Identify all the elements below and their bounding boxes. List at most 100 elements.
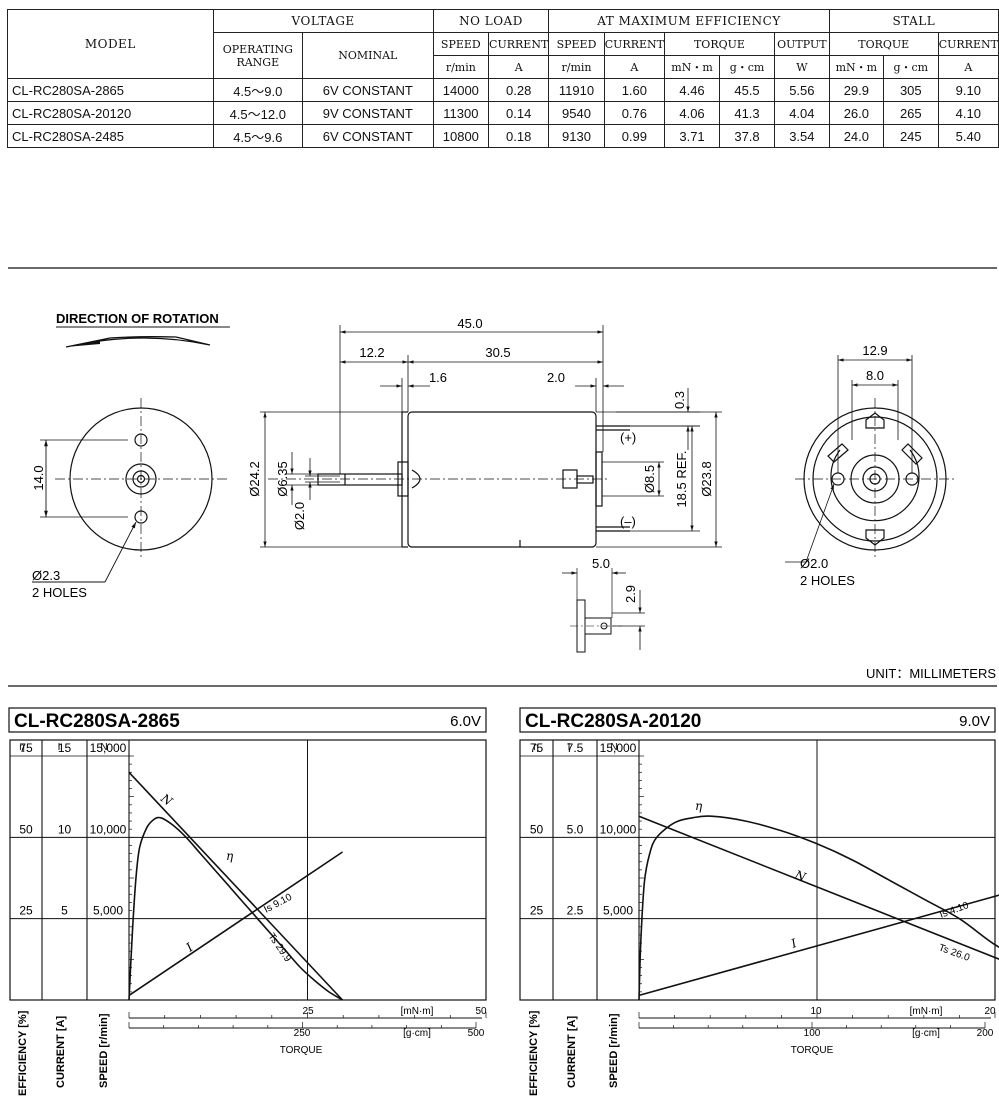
series-I-line: [638, 894, 999, 997]
chart-title: CL-RC280SA-20120: [525, 711, 701, 732]
dim-30-5: 30.5: [485, 345, 510, 360]
dimension-drawing: DIRECTION OF ROTATION 14.0 Ø2.3 2 HOLES: [8, 267, 997, 687]
terminal-detail: [562, 568, 645, 653]
dim-d6-35: Ø6.35: [275, 461, 290, 496]
table-cell: 6V CONSTANT: [301, 78, 434, 102]
table-cell: 4.5〜9.6: [212, 124, 303, 148]
speed-tick: 15,000: [600, 741, 637, 755]
header-maxeff-current: CURRENT: [603, 32, 665, 56]
series-eta-line: [128, 816, 343, 1001]
table-cell: 0.99: [603, 124, 665, 148]
x-axis-label: TORQUE: [791, 1045, 834, 1056]
series-i-label: I: [788, 936, 798, 951]
y-axis-label-efficiency: EFFICIENCY [%]: [17, 1010, 29, 1096]
unit-cell: mN・m: [663, 55, 721, 79]
chart-voltage: 6.0V: [450, 713, 481, 730]
current-tick: 15: [58, 741, 72, 755]
table-cell: 4.04: [773, 101, 830, 125]
x-axis-label: TORQUE: [280, 1045, 323, 1056]
header-maxeff-speed: SPEED: [548, 32, 605, 56]
table-cell: 41.3: [719, 101, 775, 125]
front-view: [32, 398, 227, 583]
dim-45: 45.0: [457, 316, 482, 331]
y-axis-label-speed: SPEED [r/min]: [608, 1013, 620, 1088]
front-holes-count: 2 HOLES: [32, 585, 87, 600]
dim-12-2: 12.2: [359, 345, 384, 360]
speed-tick: 5,000: [93, 904, 123, 918]
efficiency-tick: 75: [530, 741, 544, 755]
current-tick: 10: [58, 822, 72, 836]
series-eta-line: [638, 815, 999, 1001]
x-tick-secondary: 100: [804, 1028, 821, 1039]
efficiency-tick: 25: [19, 904, 33, 918]
table-row: CL-RC280SA-2485 4.5〜9.6 6V CONSTANT 1080…: [7, 124, 999, 148]
table-cell: 11910: [548, 78, 605, 102]
stall-annotation: Is 4.10: [938, 900, 970, 921]
rear-holes-count: 2 HOLES: [800, 573, 855, 588]
side-dimensions: [260, 325, 722, 548]
unit-cell: g・cm: [882, 55, 939, 79]
chart-frame: [9, 739, 487, 1001]
unit-cell: mN・m: [828, 55, 884, 79]
table-cell: 26.0: [828, 101, 884, 125]
table-cell: 9.10: [937, 78, 999, 102]
rear-view: [795, 398, 955, 560]
current-tick: 7.5: [567, 741, 584, 755]
chart-voltage: 9.0V: [959, 713, 990, 730]
header-voltage: VOLTAGE: [212, 9, 434, 33]
header-max-efficiency: AT MAXIMUM EFFICIENCY: [548, 9, 830, 33]
header-stall-current: CURRENT: [937, 32, 999, 56]
rear-holes-size: Ø2.0: [800, 556, 828, 571]
unit-cell: r/min: [432, 55, 490, 79]
axis-symbol-eta: η: [19, 742, 25, 753]
spec-table: MODEL VOLTAGE NO LOAD AT MAXIMUM EFFICIE…: [7, 9, 999, 148]
x-unit-secondary: [g·cm]: [403, 1028, 431, 1039]
dim-d24-2: Ø24.2: [247, 461, 262, 496]
table-cell: 0.18: [488, 124, 550, 148]
table-cell: 5.56: [773, 78, 830, 102]
chart-frame: [519, 739, 996, 1001]
dim-14: 14.0: [31, 465, 46, 490]
axis-symbol-i: I: [58, 742, 61, 753]
current-tick: 2.5: [567, 904, 584, 918]
axis-symbol-i: I: [568, 742, 571, 753]
chart-title-box: [519, 707, 996, 733]
table-cell: 10800: [432, 124, 490, 148]
axis-symbol-eta: η: [533, 742, 539, 753]
dim-0-3: 0.3: [672, 391, 687, 409]
table-cell: 5.40: [937, 124, 999, 148]
unit-cell: g・cm: [719, 55, 775, 79]
efficiency-tick: 50: [530, 822, 544, 836]
dim-d2: Ø2.0: [292, 502, 307, 530]
speed-tick: 5,000: [603, 904, 633, 918]
table-cell: 9540: [548, 101, 605, 125]
x-tick-secondary: 500: [468, 1028, 485, 1039]
current-tick: 5: [61, 904, 68, 918]
speed-tick: 10,000: [600, 822, 637, 836]
efficiency-tick: 50: [19, 822, 33, 836]
x-tick: 50: [475, 1006, 487, 1017]
table-cell: 3.54: [773, 124, 830, 148]
dim-12-9: 12.9: [862, 343, 887, 358]
dim-2-0: 2.0: [547, 370, 565, 385]
side-view: [268, 411, 630, 548]
speed-tick: 15,000: [90, 741, 127, 755]
header-maxeff-torque: TORQUE: [663, 32, 775, 56]
dim-5-0: 5.0: [592, 556, 610, 571]
table-cell: 9130: [548, 124, 605, 148]
direction-of-rotation-label: DIRECTION OF ROTATION: [56, 311, 219, 326]
header-model: MODEL: [7, 9, 214, 79]
header-nominal: NOMINAL: [301, 32, 434, 79]
axis-symbol-n: N: [610, 742, 617, 753]
table-cell: 37.8: [719, 124, 775, 148]
x-tick-secondary: 250: [294, 1028, 311, 1039]
chart-title-box: [8, 707, 487, 733]
dim-d23-8: Ø23.8: [699, 461, 714, 496]
speed-tick: 10,000: [90, 822, 127, 836]
rear-dimensions: [785, 355, 913, 563]
